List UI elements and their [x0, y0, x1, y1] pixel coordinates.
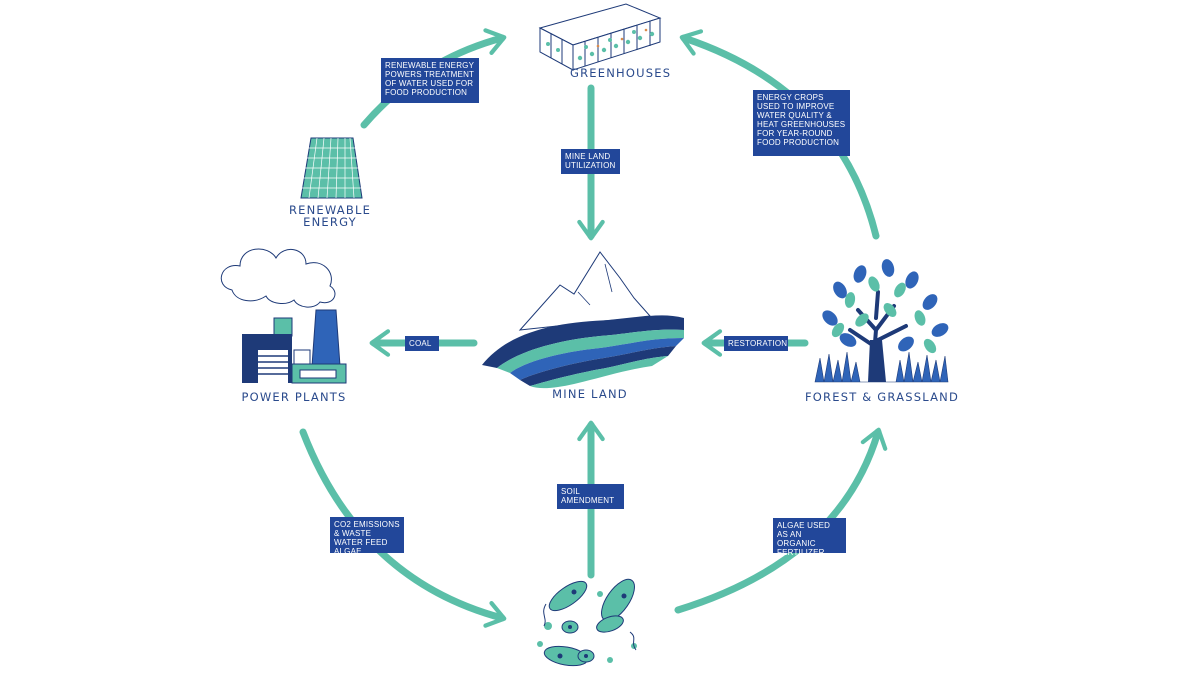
- algae-fertilizer-tag: ALGAE USED AS AN ORGANIC FERTILIZER: [773, 518, 846, 557]
- power-plant-icon: [220, 248, 347, 384]
- mine-land-label: MINE LAND: [552, 387, 628, 401]
- greenhouse-icon: [538, 3, 662, 71]
- renewable-water-tag: RENEWABLE ENERGY POWERS TREATMENT OF WAT…: [381, 58, 479, 103]
- renewable-label-line2: ENERGY: [303, 215, 357, 229]
- renewable-energy-label: RENEWABLE ENERGY: [280, 204, 380, 228]
- tree-icon: [814, 259, 949, 383]
- algae-icon: [537, 578, 637, 667]
- soil-amendment-tag: SOIL AMENDMENT: [557, 484, 624, 509]
- renewable-label-line1: RENEWABLE: [288, 203, 372, 217]
- solar-panel-icon: [300, 137, 363, 199]
- co2-emissions-tag: CO2 EMISSIONS & WASTE WATER FEED ALGAE: [330, 517, 404, 556]
- mountain-strata-icon: [482, 251, 684, 389]
- mine-land-utilization-tag: MINE LAND UTILIZATION: [561, 149, 620, 174]
- energy-crops-tag: ENERGY CROPS USED TO IMPROVE WATER QUALI…: [753, 90, 850, 156]
- greenhouses-label: GREENHOUSES: [570, 66, 672, 80]
- restoration-tag: RESTORATION: [724, 336, 788, 351]
- power-plants-label: POWER PLANTS: [241, 390, 347, 404]
- forest-grassland-label: FOREST & GRASSLAND: [804, 390, 960, 404]
- coal-tag: COAL: [405, 336, 439, 351]
